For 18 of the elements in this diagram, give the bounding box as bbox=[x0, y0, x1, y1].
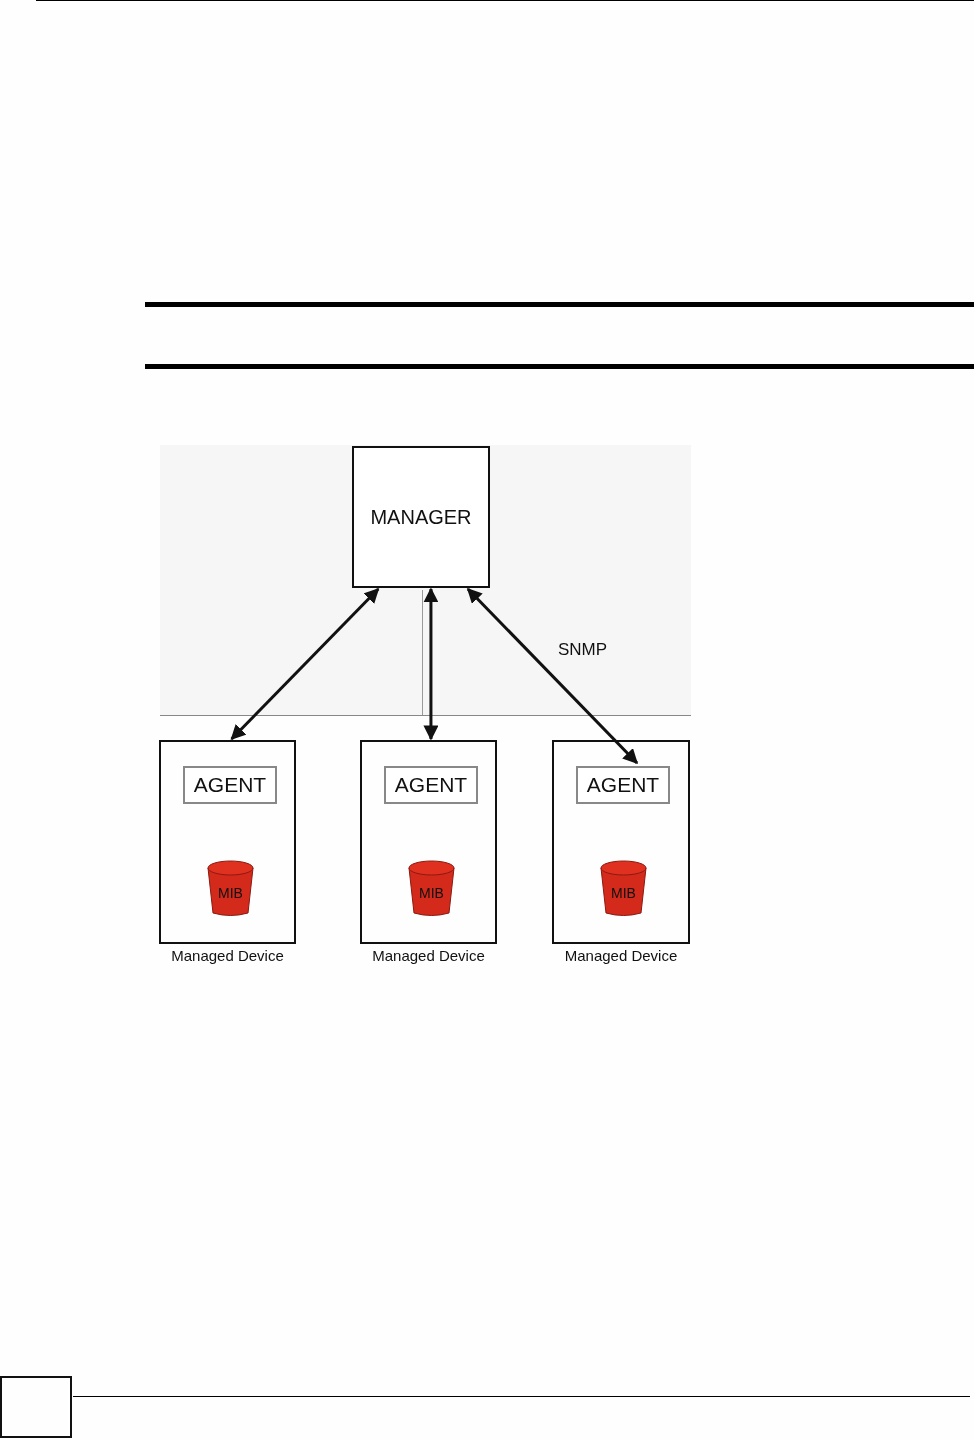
mib-label: MIB bbox=[419, 884, 444, 901]
protocol-label: SNMP bbox=[558, 640, 608, 660]
double-arrow bbox=[230, 587, 380, 741]
node-label: AGENT bbox=[586, 773, 660, 797]
manager-box bbox=[352, 446, 490, 588]
agent-box bbox=[384, 766, 478, 804]
node-label: AGENT bbox=[193, 773, 267, 797]
mib-label: MIB bbox=[611, 884, 636, 901]
device-caption: Managed Device bbox=[372, 947, 485, 964]
agent-box bbox=[576, 766, 670, 804]
agent-box bbox=[183, 766, 277, 804]
node-label: MANAGER bbox=[370, 505, 472, 529]
mib-label: MIB bbox=[218, 884, 243, 901]
device-caption: Managed Device bbox=[171, 947, 284, 964]
device-caption: Managed Device bbox=[564, 947, 678, 964]
double-arrow bbox=[423, 587, 439, 741]
double-arrow bbox=[466, 587, 639, 765]
node-label: AGENT bbox=[394, 773, 468, 797]
